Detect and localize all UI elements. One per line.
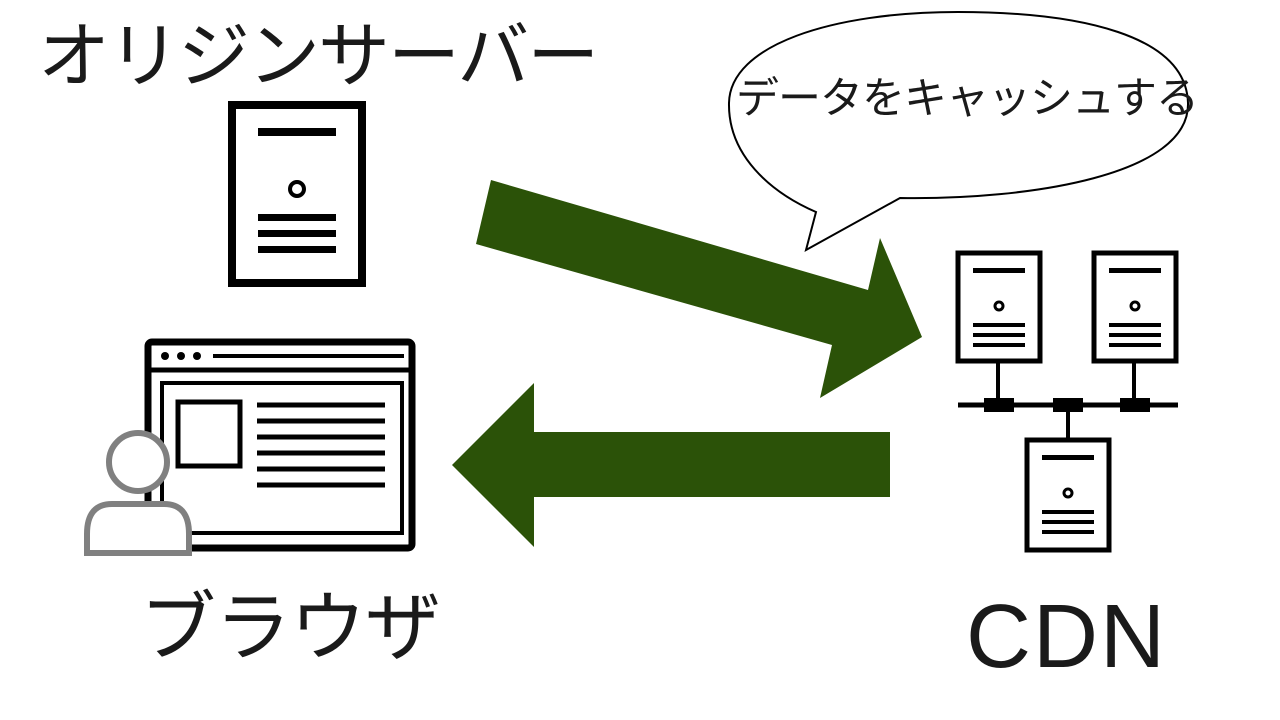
cdn-server-bottom-icon — [1024, 437, 1112, 553]
cdn-server-left-icon — [955, 250, 1043, 364]
origin-server-icon — [228, 101, 366, 287]
cdn-server-right-icon — [1091, 250, 1179, 364]
cdn-label: CDN — [966, 587, 1167, 687]
browser-label: ブラウザ — [140, 583, 441, 672]
cdn-network-icon — [955, 250, 1179, 553]
browser-window-icon — [144, 338, 416, 552]
arrow-to-browser — [452, 383, 890, 547]
user-icon — [84, 430, 192, 556]
speech-bubble — [727, 10, 1190, 253]
speech-bubble-text: データをキャッシュする — [736, 74, 1199, 124]
arrow-to-cdn — [476, 180, 922, 398]
origin-server-label: オリジンサーバー — [38, 14, 599, 98]
